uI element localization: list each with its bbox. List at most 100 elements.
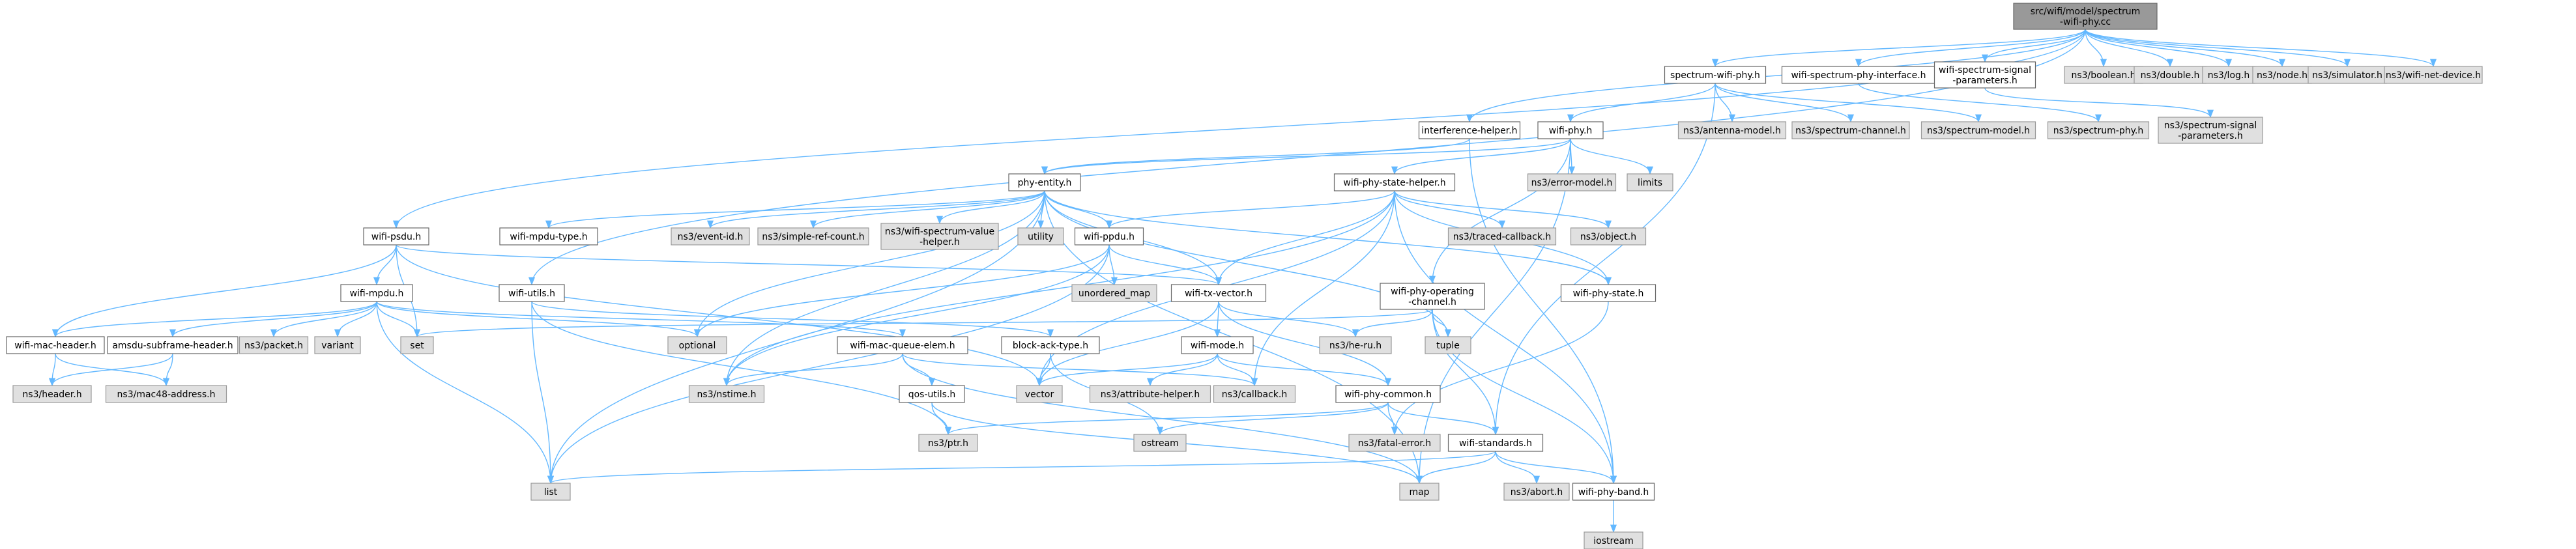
edge-wifi-mode-to-attribute-helper xyxy=(1146,353,1218,387)
node-box xyxy=(1074,227,1144,246)
edge-wifi-psdu-to-tx-vector xyxy=(396,244,1222,286)
node-interference-helper[interactable]: interference-helper.h xyxy=(1418,121,1521,139)
node-label: wifi-phy.h xyxy=(1549,126,1593,136)
node-vector[interactable]: vector xyxy=(1016,385,1063,403)
node-optional[interactable]: optional xyxy=(667,336,727,354)
node-ns3-spectrum-signal[interactable]: ns3/spectrum-signal-parameters.h xyxy=(2158,117,2263,144)
node-wifi-psdu[interactable]: wifi-psdu.h xyxy=(363,227,429,246)
node-ns3-object[interactable]: ns3/object.h xyxy=(1570,227,1647,246)
node-label: wifi-ppdu.h xyxy=(1084,232,1135,242)
node-ns3-abort[interactable]: ns3/abort.h xyxy=(1503,483,1570,501)
node-ns3-ptr[interactable]: ns3/ptr.h xyxy=(918,434,978,452)
node-label: ns3/double.h xyxy=(2141,70,2200,81)
node-label: -helper.h xyxy=(919,237,960,247)
node-box xyxy=(1664,66,1767,84)
node-label: ns3/boolean.h xyxy=(2071,70,2135,81)
node-spectrum-channel[interactable]: ns3/spectrum-channel.h xyxy=(1791,121,1910,139)
node-label: ns3/callback.h xyxy=(1222,389,1287,400)
node-ostream[interactable]: ostream xyxy=(1133,434,1187,452)
node-mpdu-type[interactable]: wifi-mpdu-type.h xyxy=(499,227,598,246)
node-antenna-model[interactable]: ns3/antenna-model.h xyxy=(1677,121,1787,139)
node-mac-header[interactable]: wifi-mac-header.h xyxy=(6,336,105,354)
node-qos-utils[interactable]: qos-utils.h xyxy=(899,385,965,403)
node-ns3-simulator[interactable]: ns3/simulator.h xyxy=(2308,66,2387,84)
node-operating-channel[interactable]: wifi-phy-operating-channel.h xyxy=(1380,283,1485,310)
node-tx-vector[interactable]: wifi-tx-vector.h xyxy=(1170,284,1267,302)
edge-root-to-ns3-boolean xyxy=(2085,29,2107,68)
node-phy-band[interactable]: wifi-phy-band.h xyxy=(1572,483,1655,501)
node-variant[interactable]: variant xyxy=(314,336,361,354)
node-box xyxy=(1503,483,1570,501)
edge-phy-entity-to-simple-ref-count xyxy=(810,190,1045,229)
node-spectrum-wifi-phy[interactable]: spectrum-wifi-phy.h xyxy=(1664,66,1767,84)
node-box xyxy=(1333,173,1456,191)
node-signal-parameters[interactable]: wifi-spectrum-signal-parameters.h xyxy=(1933,61,2036,89)
node-box xyxy=(837,336,968,354)
node-map[interactable]: map xyxy=(1399,483,1440,501)
node-ns3-wifi-net-device[interactable]: ns3/wifi-net-device.h xyxy=(2384,66,2483,84)
node-utility[interactable]: utility xyxy=(1017,227,1064,246)
node-ns3-header[interactable]: ns3/header.h xyxy=(12,385,92,403)
node-he-ru[interactable]: ns3/he-ru.h xyxy=(1319,336,1392,354)
node-fatal-error[interactable]: ns3/fatal-error.h xyxy=(1348,434,1441,452)
node-wifi-phy[interactable]: wifi-phy.h xyxy=(1537,121,1604,139)
node-box xyxy=(1560,284,1657,302)
node-box xyxy=(1572,483,1655,501)
node-label: limits xyxy=(1638,178,1662,188)
node-ns3-log[interactable]: ns3/log.h xyxy=(2202,66,2255,84)
node-ns3-callback[interactable]: ns3/callback.h xyxy=(1213,385,1296,403)
node-label: ns3/attribute-helper.h xyxy=(1101,389,1200,400)
node-wifi-utils[interactable]: wifi-utils.h xyxy=(499,284,565,302)
node-limits[interactable]: limits xyxy=(1627,173,1673,191)
node-label: ns3/node.h xyxy=(2257,70,2308,81)
node-error-model[interactable]: ns3/error-model.h xyxy=(1527,173,1617,191)
node-wifi-mpdu[interactable]: wifi-mpdu.h xyxy=(340,284,413,302)
node-unordered-map[interactable]: unordered_map xyxy=(1071,284,1157,302)
node-label: wifi-spectrum-phy-interface.h xyxy=(1791,70,1926,81)
node-spectrum-phy[interactable]: ns3/spectrum-phy.h xyxy=(2047,121,2150,139)
edge-wifi-mpdu-to-ns3-packet xyxy=(270,301,377,338)
node-event-id[interactable]: ns3/event-id.h xyxy=(671,227,750,246)
node-block-ack[interactable]: block-ack-type.h xyxy=(1001,336,1100,354)
node-wifi-standards[interactable]: wifi-standards.h xyxy=(1447,434,1544,452)
node-mac-queue-elem[interactable]: wifi-mac-queue-elem.h xyxy=(837,336,968,354)
node-wifi-ppdu[interactable]: wifi-ppdu.h xyxy=(1074,227,1144,246)
node-list[interactable]: list xyxy=(530,483,571,501)
node-tuple[interactable]: tuple xyxy=(1425,336,1471,354)
node-mac48[interactable]: ns3/mac48-address.h xyxy=(105,385,227,403)
node-box xyxy=(1181,336,1254,354)
node-traced-callback[interactable]: ns3/traced-callback.h xyxy=(1447,227,1557,246)
node-label: ns3/abort.h xyxy=(1511,487,1563,498)
node-ns3-nstime[interactable]: ns3/nstime.h xyxy=(688,385,765,403)
node-ns3-node[interactable]: ns3/node.h xyxy=(2252,66,2312,84)
edge-wifi-utils-to-block-ack xyxy=(531,301,1054,338)
node-set[interactable]: set xyxy=(400,336,434,354)
node-label: wifi-mpdu.h xyxy=(350,289,404,299)
node-box xyxy=(688,385,765,403)
node-spectrum-model[interactable]: ns3/spectrum-model.h xyxy=(1920,121,2036,139)
edge-interference-helper-to-phy-band xyxy=(1469,138,1617,485)
node-label: ns3/event-id.h xyxy=(678,232,744,242)
node-ns3-packet[interactable]: ns3/packet.h xyxy=(239,336,309,354)
node-phy-state-helper[interactable]: wifi-phy-state-helper.h xyxy=(1333,173,1456,191)
node-label: set xyxy=(410,341,424,351)
node-label: unordered_map xyxy=(1078,289,1150,299)
node-simple-ref-count[interactable]: ns3/simple-ref-count.h xyxy=(757,227,869,246)
node-iostream[interactable]: iostream xyxy=(1584,531,1643,549)
node-spectrum-phy-interface[interactable]: wifi-spectrum-phy-interface.h xyxy=(1781,66,1936,84)
node-box xyxy=(499,227,598,246)
node-amsdu-header[interactable]: amsdu-subframe-header.h xyxy=(107,336,239,354)
node-ns3-double[interactable]: ns3/double.h xyxy=(2134,66,2207,84)
node-box xyxy=(1170,284,1267,302)
node-attribute-helper[interactable]: ns3/attribute-helper.h xyxy=(1089,385,1211,403)
node-ns3-boolean[interactable]: ns3/boolean.h xyxy=(2064,66,2143,84)
node-wifi-mode[interactable]: wifi-mode.h xyxy=(1181,336,1254,354)
node-phy-state[interactable]: wifi-phy-state.h xyxy=(1560,284,1657,302)
edge-wifi-phy-to-phy-state-helper xyxy=(1391,138,1571,175)
node-phy-entity[interactable]: phy-entity.h xyxy=(1008,173,1081,191)
node-label: ns3/wifi-net-device.h xyxy=(2386,70,2481,81)
node-phy-common[interactable]: wifi-phy-common.h xyxy=(1335,385,1441,403)
node-spectrum-value-helper[interactable]: ns3/wifi-spectrum-value-helper.h xyxy=(880,223,999,250)
node-box xyxy=(530,483,571,501)
node-label: ns3/object.h xyxy=(1580,232,1636,242)
